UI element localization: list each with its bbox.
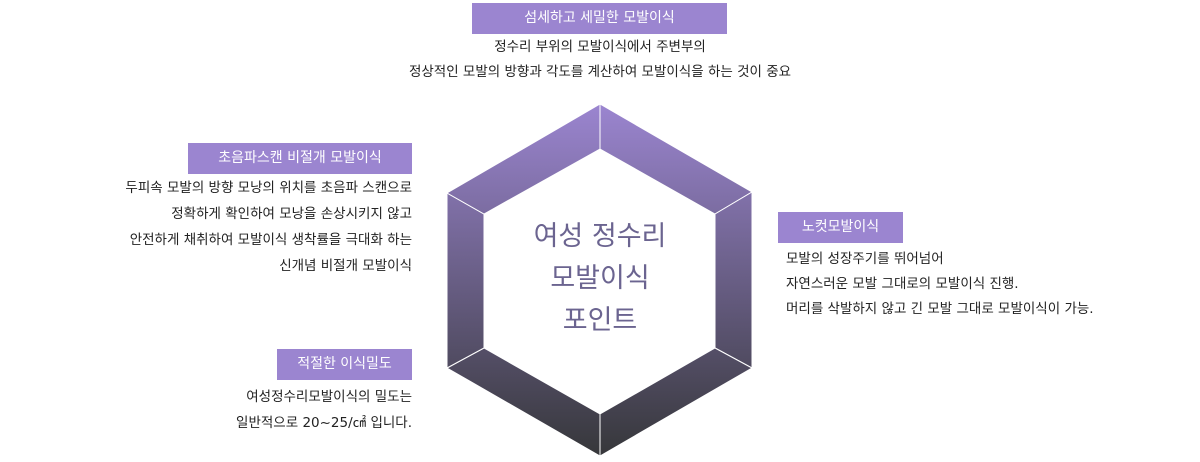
- description-line: 모발의 성장주기를 뛰어넘어: [786, 251, 944, 267]
- description-line: 정수리 부위의 모발이식에서 주변부의: [494, 39, 706, 55]
- hex-segment: [446, 192, 485, 369]
- center-title-line: 모발이식: [550, 263, 650, 294]
- hex-segment: [445, 103, 601, 215]
- description-line: 자연스러운 모발 그대로의 모발이식 진행.: [786, 276, 1019, 292]
- description-line: 신개념 비절개 모발이식: [279, 258, 412, 274]
- top-description: 정수리 부위의 모발이식에서 주변부의 정상적인 모발의 방향과 각도를 계산하…: [300, 35, 900, 85]
- top-label: 섬세하고 세밀한 모발이식: [472, 3, 727, 34]
- hex-segment: [445, 347, 601, 457]
- left-upper-label: 초음파스캔 비절개 모발이식: [188, 143, 412, 174]
- right-label: 노컷모발이식: [778, 212, 903, 243]
- hex-segment: [714, 191, 753, 369]
- description-line: 머리를 삭발하지 않고 긴 모발 그대로 모발이식이 가능.: [786, 301, 1094, 317]
- left-lower-description: 여성정수리모발이식의 밀도는 일반적으로 20~25/㎠ 입니다.: [12, 384, 412, 436]
- right-description: 모발의 성장주기를 뛰어넘어 자연스러운 모발 그대로의 모발이식 진행. 머리…: [786, 247, 1094, 322]
- description-line: 일반적으로 20~25/㎠ 입니다.: [236, 415, 412, 431]
- description-line: 여성정수리모발이식의 밀도는: [246, 389, 412, 405]
- center-title-line: 여성 정수리: [533, 221, 667, 252]
- center-title-line: 포인트: [562, 305, 638, 336]
- description-line: 정확하게 확인하여 모낭을 손상시키지 않고: [171, 206, 412, 222]
- description-line: 두피속 모발의 방향 모낭의 위치를 초음파 스캔으로: [125, 180, 412, 196]
- left-lower-label: 적절한 이식밀도: [277, 349, 412, 380]
- center-title: 여성 정수리 모발이식 포인트: [500, 216, 700, 342]
- hex-segment: [599, 103, 753, 215]
- left-upper-description: 두피속 모발의 방향 모낭의 위치를 초음파 스캔으로 정확하게 확인하여 모낭…: [12, 175, 412, 279]
- description-line: 안전하게 채취하여 모발이식 생착률을 극대화 하는: [129, 232, 412, 248]
- description-line: 정상적인 모발의 방향과 각도를 계산하여 모발이식을 하는 것이 중요: [408, 64, 792, 80]
- hex-segment: [599, 347, 754, 457]
